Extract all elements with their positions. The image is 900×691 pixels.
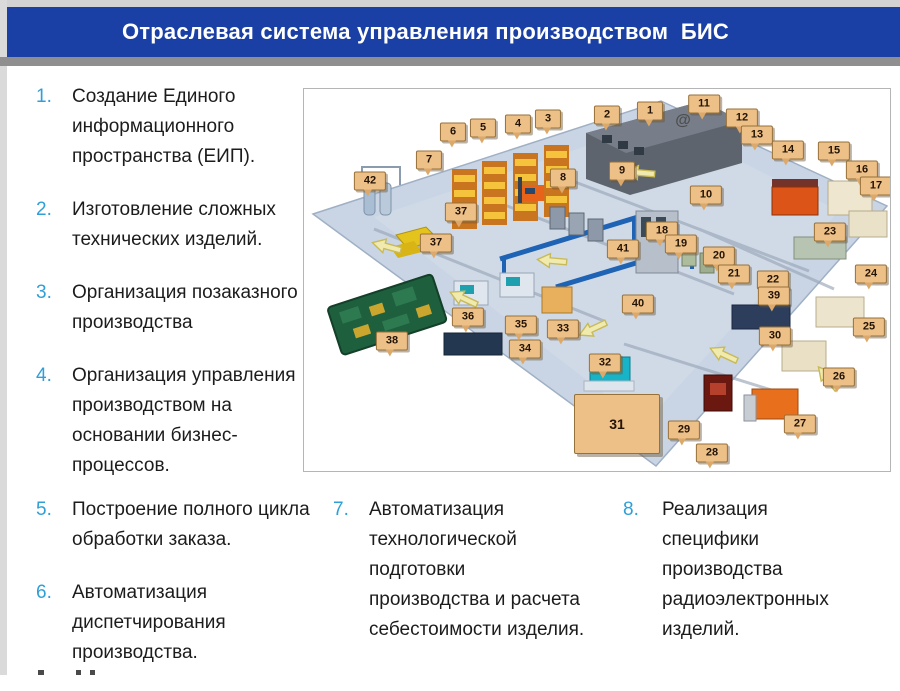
- list-left-bottom: 5. Построение полного цикла обработки зак…: [36, 495, 312, 691]
- list-item: 7. Автоматизация технологической подготов…: [333, 495, 589, 645]
- list-item: 3. Организация позаказного производства: [36, 278, 312, 338]
- diagram-tag-19: 19: [664, 234, 698, 260]
- diagram-tag-31: 31: [574, 394, 660, 454]
- diagram-tag-27: 27: [783, 414, 817, 440]
- diagram-tag-34: 34: [508, 339, 542, 365]
- slide-header: Отраслевая система управления производст…: [7, 7, 900, 57]
- list-item: 4. Организация управления производством н…: [36, 361, 312, 481]
- diagram-tag-23: 23: [813, 222, 847, 248]
- list-item: 8. Реализация специфики производства ради…: [623, 495, 869, 645]
- diagram-tag-2: 2: [593, 105, 621, 131]
- slide-title: Отраслевая система управления производст…: [122, 19, 729, 44]
- list-item-number: 3.: [36, 282, 52, 303]
- diagram-tag-28: 28: [695, 443, 729, 469]
- slide-top-edge: [0, 0, 900, 7]
- loader-machine: [390, 226, 439, 258]
- diagram-tag-11: 11: [688, 94, 720, 120]
- list-item-number: 8.: [623, 499, 639, 520]
- diagram-tag-37: 37: [419, 233, 453, 259]
- diagram-tag-14: 14: [771, 140, 805, 166]
- diagram-tag-37: 37: [444, 202, 478, 228]
- office-desks: [602, 135, 644, 155]
- diagram-tag-40: 40: [621, 294, 655, 320]
- list-item-text: Изготовление сложных технических изделий…: [72, 199, 276, 250]
- list-left-top: 1. Создание Единого информационного прост…: [36, 82, 312, 504]
- list-item-number: 2.: [36, 199, 52, 220]
- list-item-number: 1.: [36, 86, 52, 107]
- diagram-tag-39: 39: [757, 286, 791, 312]
- list-item-text: Организация управления производством на …: [72, 365, 296, 476]
- list-right-bottom: 8. Реализация специфики производства ради…: [623, 495, 869, 668]
- diagram-tag-38: 38: [375, 331, 409, 357]
- list-middle-bottom: 7. Автоматизация технологической подготов…: [333, 495, 589, 668]
- list-item-text: Автоматизация диспетчирования производст…: [72, 582, 226, 663]
- diagram-tag-25: 25: [852, 317, 886, 343]
- diagram-tag-15: 15: [817, 141, 851, 167]
- diagram-tag-36: 36: [451, 307, 485, 333]
- diagram-tag-6: 6: [439, 122, 467, 148]
- diagram-tag-1: 1: [636, 101, 664, 127]
- diagram-tag-26: 26: [822, 367, 856, 393]
- list-item-text: Построение полного цикла обработки заказ…: [72, 499, 310, 550]
- list-item-number: 7.: [333, 499, 349, 520]
- email-at-symbol: @: [675, 112, 691, 129]
- diagram-tag-21: 21: [717, 264, 751, 290]
- list-item-number: 6.: [36, 582, 52, 603]
- list-item-text: Реализация специфики производства радиоэ…: [662, 499, 829, 640]
- forklift: [518, 177, 544, 203]
- diagram-tag-17: 17: [859, 176, 890, 202]
- diagram-tag-4: 4: [504, 114, 532, 140]
- diagram-tag-10: 10: [689, 185, 723, 211]
- footer-cutoff-marks: [38, 670, 118, 675]
- list-item: 6. Автоматизация диспетчирования производ…: [36, 578, 312, 668]
- list-item: 1. Создание Единого информационного прост…: [36, 82, 312, 172]
- list-item-number: 5.: [36, 499, 52, 520]
- list-item-text: Автоматизация технологической подготовки…: [369, 499, 585, 640]
- header-divider: [0, 57, 900, 66]
- diagram-tag-8: 8: [549, 168, 577, 194]
- pcb-board: [327, 273, 448, 356]
- diagram-tag-33: 33: [546, 319, 580, 345]
- list-item-text: Создание Единого информационного простра…: [72, 86, 256, 167]
- list-item-text: Организация позаказного производства: [72, 282, 298, 333]
- diagram-tag-3: 3: [534, 109, 562, 135]
- diagram-tag-20: 20: [702, 246, 736, 272]
- list-item: 5. Построение полного цикла обработки зак…: [36, 495, 312, 555]
- diagram-tag-41: 41: [606, 239, 640, 265]
- diagram-tag-30: 30: [758, 326, 792, 352]
- diagram-tag-35: 35: [504, 315, 538, 341]
- diagram-tag-32: 32: [588, 353, 622, 379]
- diagram-tag-7: 7: [415, 150, 443, 176]
- diagram-tag-29: 29: [667, 420, 701, 446]
- list-item-number: 4.: [36, 365, 52, 386]
- diagram-tag-24: 24: [854, 264, 888, 290]
- diagram-tag-13: 13: [740, 125, 774, 151]
- diagram-tag-42: 42: [353, 171, 387, 197]
- diagram-tag-5: 5: [469, 118, 497, 144]
- list-item: 2. Изготовление сложных технических издел…: [36, 195, 312, 255]
- diagram-tag-9: 9: [608, 161, 636, 187]
- slide-left-edge: [0, 0, 7, 675]
